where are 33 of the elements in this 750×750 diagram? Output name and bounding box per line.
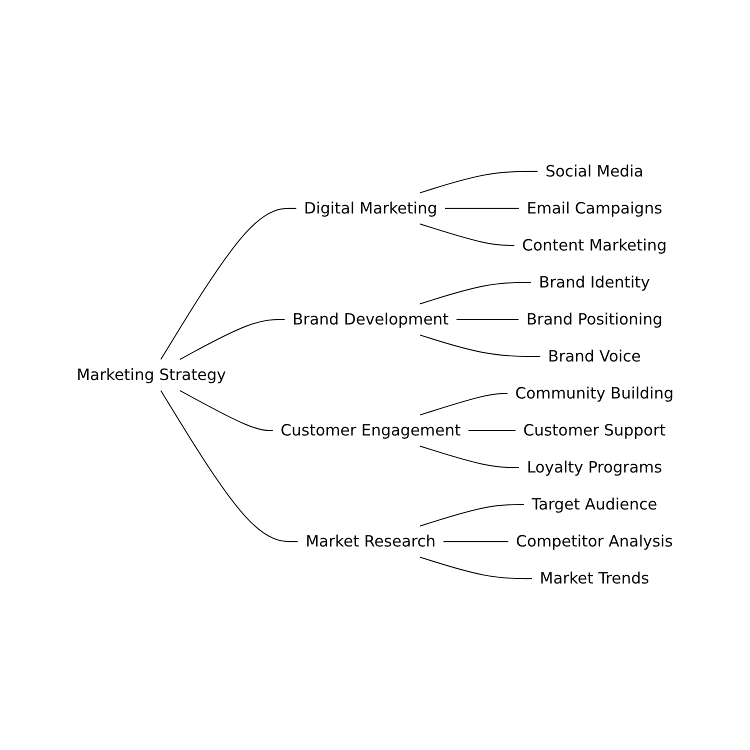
node-text: Content Marketing: [522, 236, 667, 254]
node-text: Market Trends: [540, 568, 649, 588]
node-text: Market Research: [305, 532, 436, 550]
connector: [160, 208, 297, 360]
connector: [419, 556, 532, 580]
connector: [419, 393, 508, 416]
connector: [419, 282, 532, 304]
node-text: Brand Development: [292, 310, 449, 328]
node-text: Customer Engagement: [280, 420, 461, 440]
connector: [419, 224, 515, 246]
node-text: Brand Positioning: [526, 310, 662, 328]
node-text: Social Media: [545, 162, 644, 180]
connector: [419, 334, 541, 357]
node-text: Target Audience: [532, 494, 658, 514]
connector: [456, 318, 519, 320]
connector: [444, 208, 520, 209]
connector: [468, 430, 516, 432]
node-text: Customer Support: [523, 420, 666, 440]
node-text: Brand Voice: [548, 346, 641, 366]
connector: [442, 541, 509, 542]
connector: [179, 390, 274, 432]
connector: [160, 390, 298, 542]
node-text: Competitor Analysis: [516, 532, 673, 550]
node-text: Loyalty Programs: [526, 458, 662, 476]
connector: [179, 318, 286, 360]
node-text: Digital Marketing: [304, 198, 438, 218]
connector: [419, 504, 524, 526]
node-text: Email Campaigns: [526, 198, 662, 218]
connector: [419, 170, 538, 194]
node-text: Community Building: [515, 384, 674, 402]
node-text: Brand Identity: [538, 272, 650, 292]
node-text: Marketing Strategy: [76, 365, 226, 384]
connector: [419, 446, 520, 468]
